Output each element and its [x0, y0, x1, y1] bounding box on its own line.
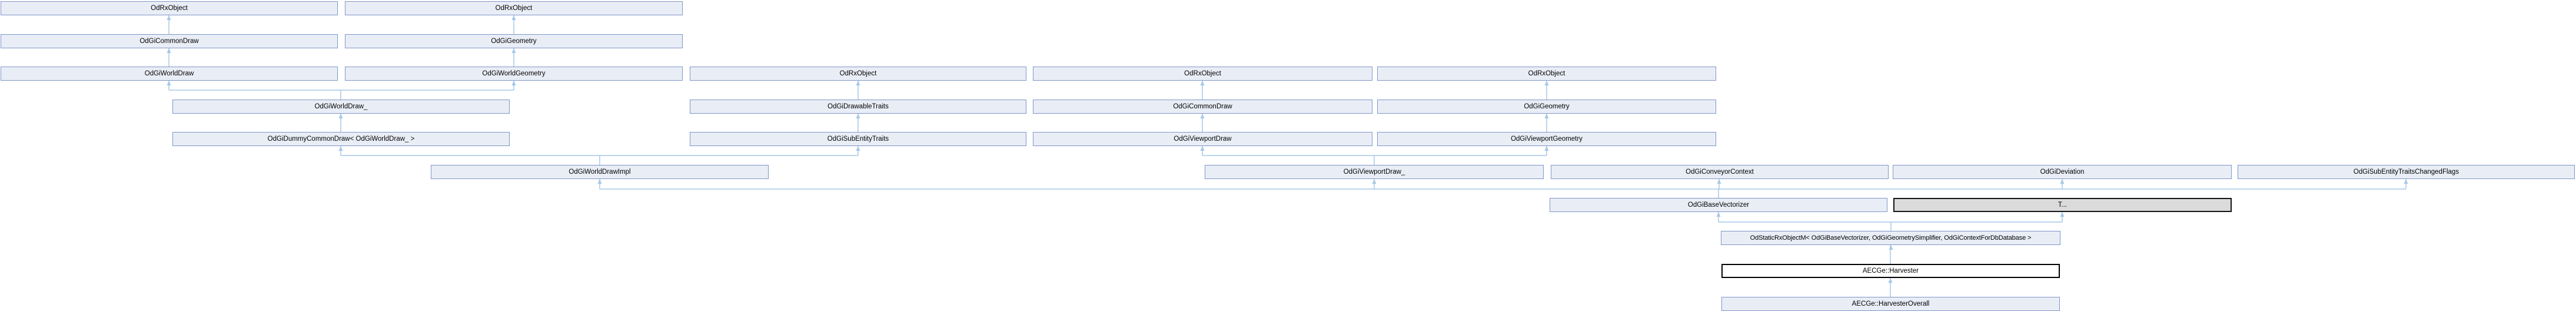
inheritance-arrowhead	[1716, 212, 1721, 217]
class-node-odgiworldgeometry[interactable]: OdGiWorldGeometry	[345, 67, 683, 81]
class-node-odgiworlddrawimpl[interactable]: OdGiWorldDrawImpl	[431, 165, 769, 179]
inheritance-arrowhead	[1889, 245, 1893, 250]
class-node-odgidummycommondraw[interactable]: OdGiDummyCommonDraw< OdGiWorldDraw_ >	[172, 132, 510, 146]
class-node-odrxobject-3[interactable]: OdRxObject	[690, 67, 1026, 81]
inheritance-arrowhead	[1717, 179, 1721, 184]
inheritance-arrowhead	[338, 146, 343, 151]
class-node-template-t[interactable]: T...	[1893, 198, 2232, 212]
class-node-odgiviewportdraw_[interactable]: OdGiViewportDraw_	[1205, 165, 1544, 179]
class-node-odgigeometry-1[interactable]: OdGiGeometry	[345, 34, 683, 48]
inheritance-arrowhead	[2404, 179, 2408, 184]
inheritance-arrowhead	[856, 146, 860, 151]
inheritance-arrowhead	[1200, 146, 1205, 151]
class-node-odrxobject-4[interactable]: OdRxObject	[1033, 67, 1372, 81]
class-node-odgiviewportdraw[interactable]: OdGiViewportDraw	[1033, 132, 1372, 146]
class-node-odgicommondraw-1[interactable]: OdGiCommonDraw	[1, 34, 338, 48]
class-node-odgicommondraw-2[interactable]: OdGiCommonDraw	[1033, 100, 1372, 114]
class-node-odgigeometry-2[interactable]: OdGiGeometry	[1377, 100, 1716, 114]
class-node-odgiworlddraw_[interactable]: OdGiWorldDraw_	[172, 100, 510, 114]
inheritance-arrowhead	[1888, 278, 1893, 283]
inheritance-arrowhead	[856, 81, 860, 85]
class-node-odgisubentitytraitschangedflags[interactable]: OdGiSubEntityTraitsChangedFlags	[2238, 165, 2575, 179]
inheritance-arrowhead	[1200, 114, 1205, 118]
class-node-odgideviation[interactable]: OdGiDeviation	[1893, 165, 2232, 179]
inheritance-arrowhead	[1544, 81, 1549, 85]
class-node-odgibasevectorizer[interactable]: OdGiBaseVectorizer	[1550, 198, 1887, 212]
class-node-aecge-harvester: AECGe::Harvester	[1721, 264, 2060, 278]
inheritance-arrowhead	[511, 15, 516, 20]
inheritance-arrowhead	[2060, 212, 2065, 217]
class-node-odrxobject-1[interactable]: OdRxObject	[1, 1, 338, 15]
class-node-odgisubentitytraits[interactable]: OdGiSubEntityTraits	[690, 132, 1026, 146]
class-node-odgiconveyorcontext[interactable]: OdGiConveyorContext	[1551, 165, 1889, 179]
class-node-odgiviewportgeometry[interactable]: OdGiViewportGeometry	[1377, 132, 1716, 146]
inheritance-arrowhead	[167, 15, 171, 20]
inheritance-arrowhead	[597, 179, 602, 184]
inheritance-arrowhead	[1544, 146, 1549, 151]
inheritance-arrowhead	[856, 114, 860, 118]
inheritance-arrowhead	[1200, 81, 1205, 85]
class-node-odrxobject-5[interactable]: OdRxObject	[1377, 67, 1716, 81]
class-node-odgidrawabletraits[interactable]: OdGiDrawableTraits	[690, 100, 1026, 114]
class-node-odstaticrxobjectm[interactable]: OdStaticRxObjectM< OdGiBaseVectorizer, O…	[1721, 231, 2060, 245]
inheritance-arrowhead	[338, 114, 343, 118]
inheritance-arrowhead	[1544, 114, 1549, 118]
inheritance-arrowhead	[511, 81, 516, 85]
inheritance-arrowhead	[167, 81, 171, 85]
inheritance-arrowhead	[511, 48, 516, 53]
inheritance-arrowhead	[1372, 179, 1377, 184]
inheritance-arrowhead	[2060, 179, 2065, 184]
class-node-odrxobject-2[interactable]: OdRxObject	[345, 1, 683, 15]
class-node-odgiworlddraw[interactable]: OdGiWorldDraw	[1, 67, 338, 81]
inheritance-arrowhead	[167, 48, 171, 53]
class-node-aecge-harvesteroverall[interactable]: AECGe::HarvesterOverall	[1721, 297, 2060, 311]
